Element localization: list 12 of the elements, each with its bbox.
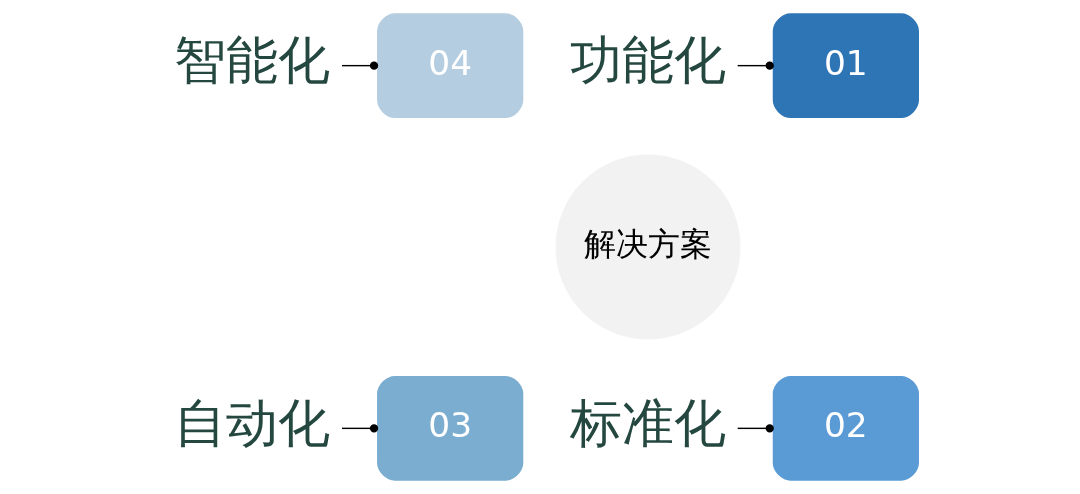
node-text: 自动化 (173, 392, 330, 453)
connector (340, 424, 378, 433)
node-box: 02 (772, 376, 919, 481)
connector (736, 424, 774, 433)
node-text: 功能化 (569, 30, 726, 91)
node-box: 04 (376, 13, 523, 118)
connector (340, 61, 378, 70)
node-box: 01 (772, 13, 919, 118)
node-text: 智能化 (173, 30, 330, 91)
connector (736, 61, 774, 70)
node-box: 03 (376, 376, 523, 481)
node-text: 标准化 (569, 392, 726, 453)
